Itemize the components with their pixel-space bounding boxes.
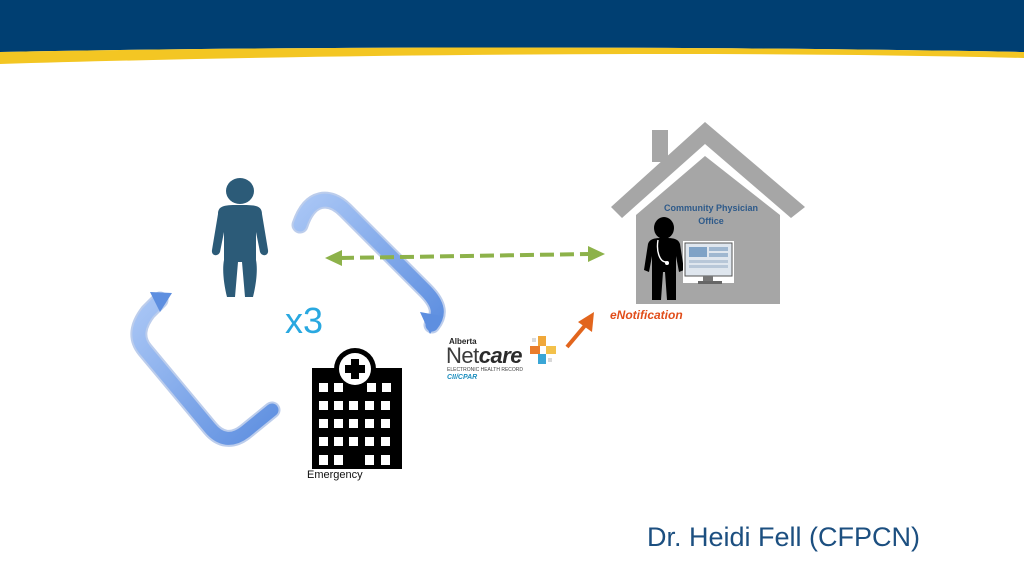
netcare-cross-icon [530, 336, 556, 364]
enotification-label: eNotification [610, 308, 683, 322]
emergency-label: Emergency [307, 469, 363, 481]
dashed-bidirectional-arrow [325, 246, 605, 266]
cycle-arrow-left [130, 291, 281, 447]
netcare-tagline: ELECTRONIC HEALTH RECORD [447, 367, 524, 373]
netcare-brand-prefix: Net [446, 343, 479, 368]
patient-icon [211, 178, 269, 297]
netcare-logo-text: Netcare [446, 343, 523, 369]
cycle-arrow-top-right [291, 191, 446, 334]
doctor-icon [644, 217, 684, 300]
office-label: Community Physician Office [663, 203, 759, 226]
netcare-region-label: Alberta [449, 337, 477, 346]
visit-multiplier-label: x3 [285, 300, 324, 341]
netcare-system-label: CII/CPAR [447, 374, 478, 381]
netcare-brand-suffix: care [478, 343, 523, 368]
hospital-icon [312, 348, 402, 469]
presenter-credit: Dr. Heidi Fell (CFPCN) [647, 522, 921, 552]
computer-icon [683, 241, 734, 284]
header-band [0, 0, 1024, 64]
enotification-arrow [565, 312, 594, 349]
